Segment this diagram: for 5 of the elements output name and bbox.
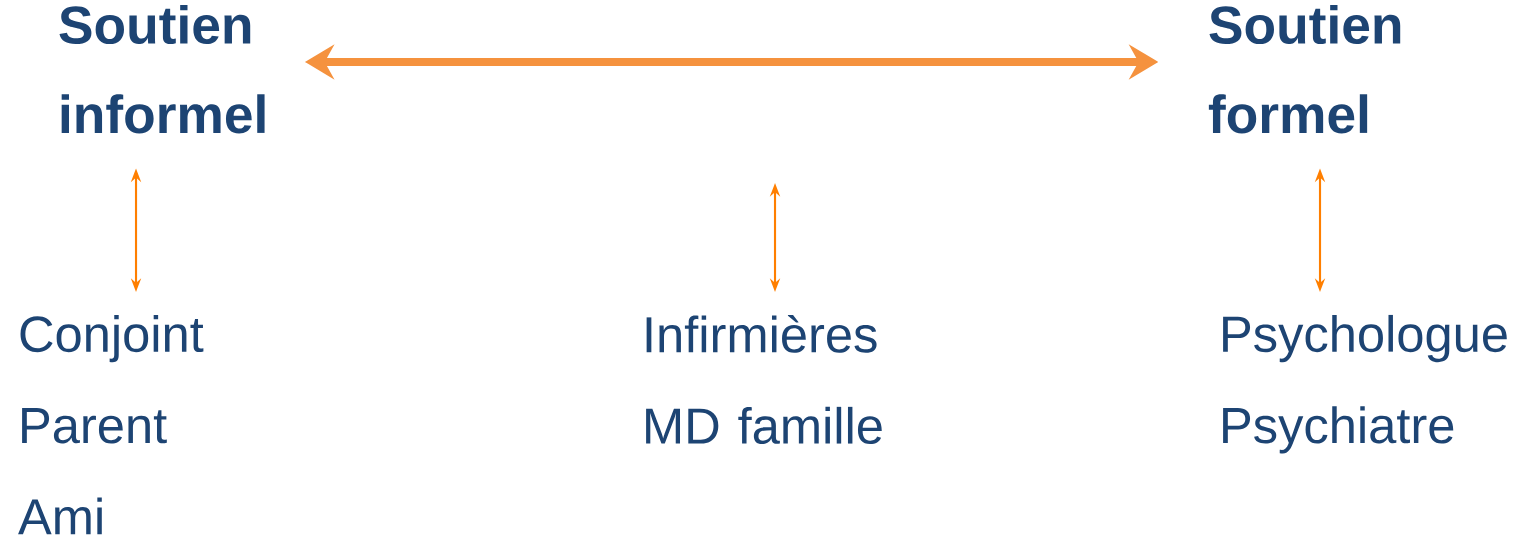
list-text: Psychologue Psychiatre	[1223, 314, 1507, 454]
list-text: Infirmières MD famille	[646, 314, 882, 445]
list-text: Conjoint Parent Ami	[18, 314, 204, 535]
heading-text: Soutien informel	[59, 4, 265, 134]
heading-text: Soutien formel	[1208, 4, 1401, 134]
